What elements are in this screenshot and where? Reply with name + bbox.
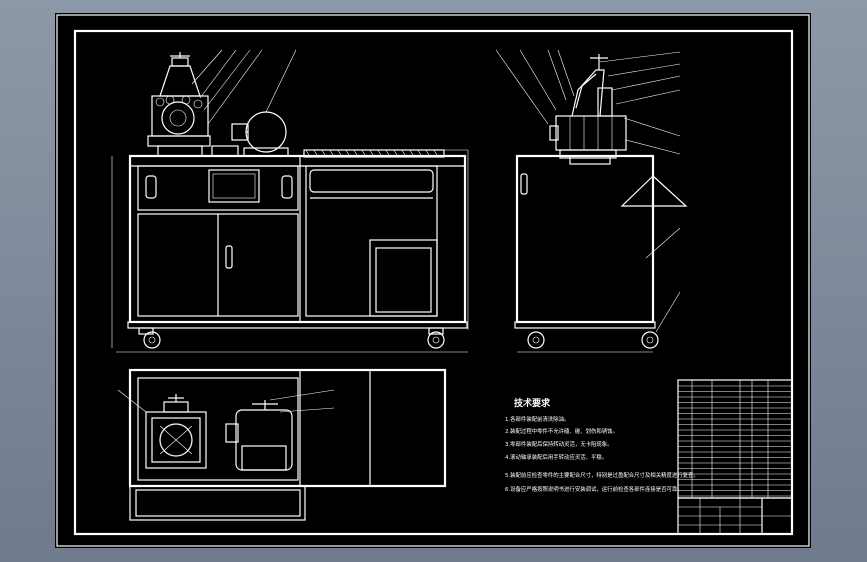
note-item: 4.滚动轴承装配后用手转动应灵活、平稳。 bbox=[505, 453, 607, 461]
technical-notes: 技术要求 1.各部件装配前清洗除油。 2.装配过程中零件不允许磕、碰、划伤和锈蚀… bbox=[505, 397, 699, 493]
note-item: 1.各部件装配前清洗除油。 bbox=[505, 415, 569, 423]
outer-border bbox=[56, 14, 810, 547]
notes-heading: 技术要求 bbox=[514, 397, 551, 409]
front-view bbox=[111, 49, 469, 353]
title-block bbox=[677, 497, 793, 535]
top-view bbox=[117, 368, 447, 521]
note-item: 2.装配过程中零件不允许磕、碰、划伤和锈蚀。 bbox=[505, 427, 618, 435]
note-item: 3.零部件装配后保持转动灵活，无卡阻现象。 bbox=[505, 440, 613, 448]
note-item: 5.装配前应检查零件的主要配合尺寸，特别是过盈配合尺寸及相关精度进行复查。 bbox=[505, 471, 699, 479]
inner-border bbox=[73, 29, 794, 536]
side-view bbox=[495, 49, 688, 353]
note-item: 6.设备应严格按照说明书进行安装调试，运行前检查各部件连接是否可靠。 bbox=[505, 485, 683, 493]
